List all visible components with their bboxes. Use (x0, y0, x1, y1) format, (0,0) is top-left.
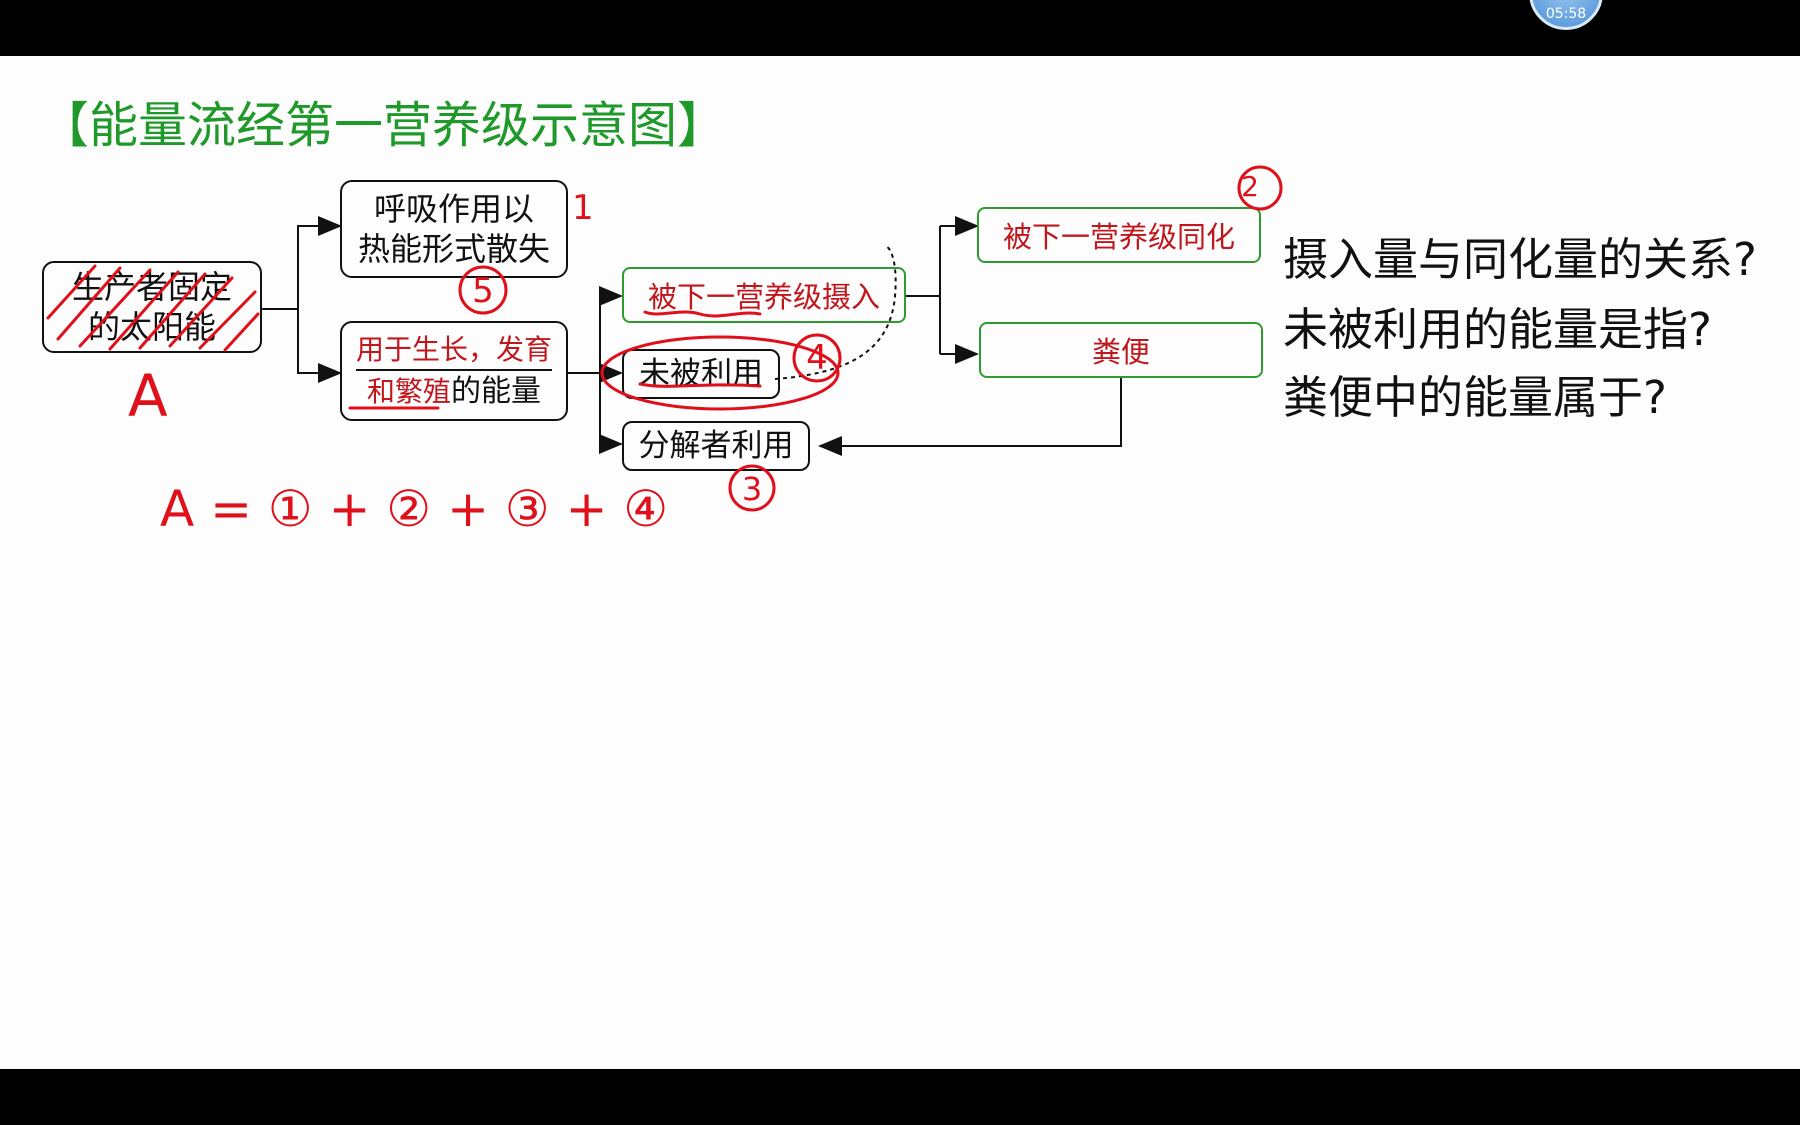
top-bar: 05:58 (0, 0, 1800, 56)
slide: 【能量流经第一营养级示意图】 生产者固定 的太阳能 呼吸作用以 (0, 56, 1800, 1069)
producer-label-line2: 的太阳能 (87, 308, 216, 346)
growth-box: 用于生长，发育 和繁殖的能量 (340, 321, 568, 421)
decomposer-label: 分解者利用 (638, 427, 794, 464)
respiration-box: 呼吸作用以 热能形式散失 (340, 180, 568, 278)
timer-badge[interactable]: 05:58 (1529, 0, 1603, 30)
respiration-label-line1: 呼吸作用以 (373, 190, 534, 228)
connector-lines (262, 216, 1122, 456)
respiration-label-line2: 热能形式散失 (357, 230, 550, 268)
slide-title: 【能量流经第一营养级示意图】 (40, 97, 727, 154)
feces-box: 粪便 (979, 322, 1263, 378)
growth-label-line2-black: 的能量 (451, 373, 541, 409)
producer-box: 生产者固定 的太阳能 (42, 261, 262, 353)
feces-label: 粪便 (1091, 335, 1150, 369)
growth-label-line2-red: 和繁殖 (366, 374, 451, 408)
assimilated-box: 被下一营养级同化 (977, 207, 1261, 263)
question-2: 未被利用的能量是指? (1283, 303, 1712, 356)
growth-label-line1: 用于生长，发育 (355, 332, 552, 371)
decomposer-box: 分解者利用 (622, 421, 810, 471)
producer-label-line1: 生产者固定 (71, 268, 232, 306)
question-1: 摄入量与同化量的关系? (1283, 233, 1757, 286)
unused-label: 未被利用 (639, 355, 763, 392)
ingested-label: 被下一营养级摄入 (647, 280, 880, 314)
bottom-bar (0, 1069, 1800, 1125)
assimilated-label: 被下一营养级同化 (1002, 220, 1235, 254)
unused-box: 未被利用 (622, 349, 780, 399)
timer-text: 05:58 (1545, 6, 1587, 22)
ingested-box: 被下一营养级摄入 (622, 267, 906, 323)
question-3: 粪便中的能量属于? (1283, 371, 1667, 424)
